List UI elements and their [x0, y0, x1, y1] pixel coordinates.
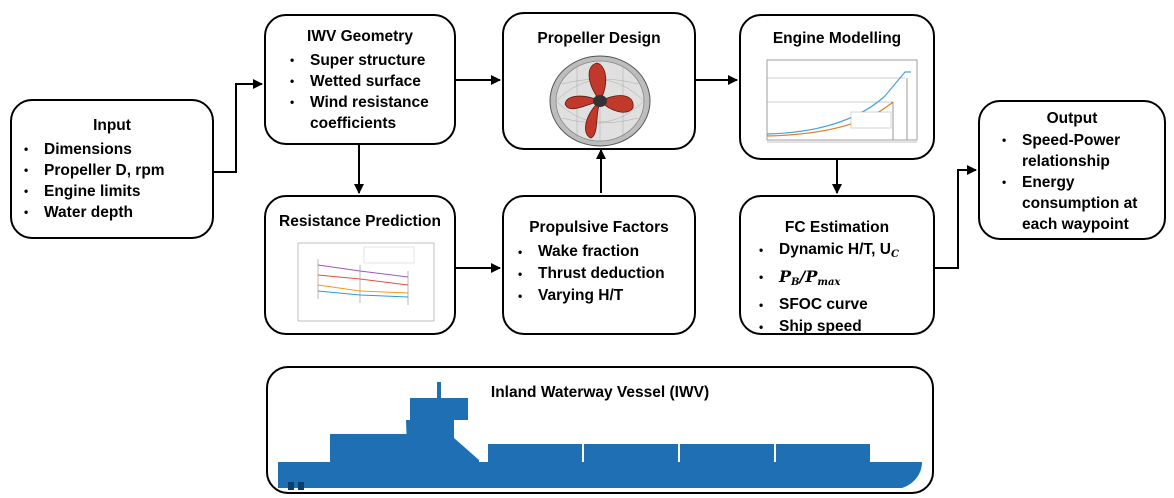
iwv-geometry-list: •Super structure •Wetted surface •Wind r…: [290, 50, 448, 134]
u-subscript: C: [890, 249, 899, 260]
fc-item: •PB/Pmax: [759, 267, 841, 288]
iwv-geometry-box: IWV Geometry •Super structure •Wetted su…: [264, 14, 456, 145]
input-list: •Dimensions •Propeller D, rpm •Engine li…: [24, 139, 212, 223]
arrow-input-to-geometry: [214, 79, 263, 173]
engine-chart-image: [766, 59, 918, 143]
fc-item: •Dynamic H/T, UC: [759, 241, 899, 260]
input-item: •Engine limits: [24, 183, 141, 200]
propulsive-factors-list: •Wake fraction •Thrust deduction •Varyin…: [518, 241, 694, 307]
propulsive-factors-title: Propulsive Factors: [529, 219, 669, 236]
propeller-image: [549, 55, 651, 147]
resistance-prediction-box: Resistance Prediction: [264, 195, 456, 335]
propulsive-factors-box: Propulsive Factors •Wake fraction •Thrus…: [502, 195, 696, 335]
propulsive-item: •Wake fraction: [518, 243, 640, 260]
fc-estimation-title: FC Estimation: [784, 219, 890, 236]
geometry-item: •Wind resistance coefficients: [290, 94, 429, 132]
propeller-design-box: Propeller Design: [502, 12, 696, 150]
vessel-box: Inland Waterway Vessel (IWV): [266, 366, 934, 494]
input-box: Input •Dimensions •Propeller D, rpm •Eng…: [10, 99, 214, 239]
geometry-item: •Wetted surface: [290, 73, 421, 90]
engine-modelling-box: Engine Modelling: [739, 14, 935, 160]
output-list: •Speed-Power relationship •Energy consum…: [1002, 130, 1158, 235]
iwv-geometry-title: IWV Geometry: [307, 28, 413, 45]
output-item: •Speed-Power relationship: [1002, 132, 1121, 170]
fc-item: •SFOC curve: [759, 296, 868, 313]
fc-item: •Ship speed: [759, 318, 862, 335]
propulsive-item: •Thrust deduction: [518, 265, 665, 282]
geometry-item: •Super structure: [290, 52, 426, 69]
input-item: •Dimensions: [24, 141, 132, 158]
propulsive-item: •Varying H/T: [518, 287, 624, 304]
fc-estimation-box: FC Estimation •Dynamic H/T, UC •PB/Pmax …: [739, 195, 935, 335]
output-item: •Energy consumption at each waypoint: [1002, 174, 1138, 233]
propeller-design-title: Propeller Design: [537, 30, 661, 47]
vessel-title: Inland Waterway Vessel (IWV): [490, 384, 710, 401]
ship-silhouette-image: [278, 382, 922, 490]
input-item: •Propeller D, rpm: [24, 162, 165, 179]
resistance-chart-image: [297, 242, 435, 322]
input-item: •Water depth: [24, 204, 133, 221]
arrow-fc-to-output: [935, 165, 977, 269]
engine-modelling-title: Engine Modelling: [772, 30, 902, 47]
resistance-prediction-title: Resistance Prediction: [279, 213, 441, 230]
output-title: Output: [1046, 110, 1098, 127]
input-title: Input: [93, 117, 131, 134]
fc-estimation-list: •Dynamic H/T, UC •PB/Pmax •SFOC curve •S…: [759, 239, 933, 338]
output-box: Output •Speed-Power relationship •Energy…: [978, 100, 1166, 240]
